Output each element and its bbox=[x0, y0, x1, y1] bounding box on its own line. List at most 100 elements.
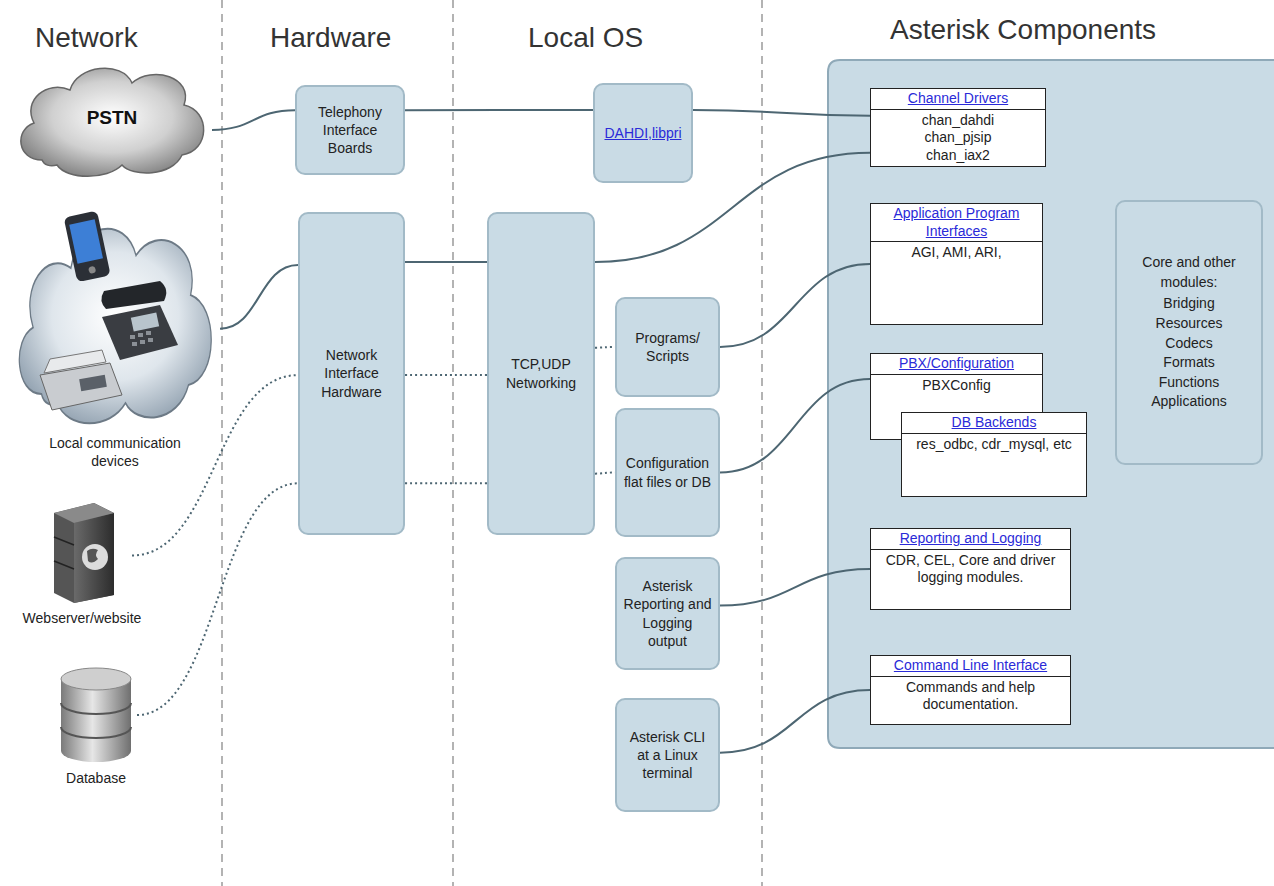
component-body: Commands and help documentation. bbox=[871, 677, 1070, 716]
dotted-link bbox=[405, 482, 487, 484]
component-box: Application Program InterfacesAGI, AMI, … bbox=[870, 203, 1043, 325]
drawing-part bbox=[102, 305, 178, 360]
connector-line bbox=[220, 265, 298, 329]
icon-caption: Database bbox=[16, 769, 176, 787]
drawing-part bbox=[61, 727, 131, 738]
column-heading: Hardware bbox=[270, 22, 391, 54]
box-label: Asterisk CLI at a Linux terminal bbox=[622, 728, 713, 783]
database-icon: Database bbox=[55, 665, 137, 765]
drawing-part bbox=[54, 537, 74, 545]
drawing-part bbox=[61, 679, 131, 762]
components-panel: Asterisk ComponentsChannel Driverschan_d… bbox=[828, 60, 1274, 748]
drawing-part bbox=[140, 340, 145, 344]
drawing-part bbox=[88, 266, 96, 274]
column-separators bbox=[222, 0, 762, 886]
connector-line bbox=[720, 569, 870, 606]
drawing-part bbox=[74, 513, 114, 603]
component-body: chan_dahdi chan_pjsip chan_iax2 bbox=[871, 110, 1045, 167]
connector-line bbox=[693, 110, 870, 116]
box-label: DAHDI,libpri bbox=[604, 124, 681, 142]
drawing-part bbox=[54, 503, 114, 523]
connector-line bbox=[405, 109, 593, 111]
drawing-part bbox=[54, 561, 74, 569]
drawing-part bbox=[79, 375, 107, 391]
drawing-part bbox=[10, 205, 220, 430]
drawing-part bbox=[131, 312, 159, 331]
connector-line bbox=[212, 110, 295, 130]
drawing-part bbox=[61, 668, 131, 690]
pstn-cloud: PSTN bbox=[12, 55, 212, 180]
connector-line bbox=[720, 264, 870, 347]
column-heading: Network bbox=[35, 22, 138, 54]
component-heading: PBX/Configuration bbox=[871, 354, 1042, 375]
component-box: DB Backendsres_odbc, cdr_mysql, etc bbox=[901, 412, 1087, 497]
component-heading: Command Line Interface bbox=[871, 656, 1070, 677]
drawing-part bbox=[138, 333, 143, 337]
drawing-part bbox=[44, 350, 106, 373]
drawing-part bbox=[54, 537, 74, 569]
hardware-box: Network Interface Hardware bbox=[298, 212, 405, 535]
component-heading: Channel Drivers bbox=[871, 89, 1045, 110]
column-heading: Local OS bbox=[528, 22, 643, 54]
drawing-part bbox=[148, 338, 153, 342]
connector-line bbox=[720, 379, 870, 472]
core-heading: Core and other modules: bbox=[1123, 253, 1255, 292]
drawing-part bbox=[64, 211, 111, 283]
icon-caption: Local communication devices bbox=[25, 434, 205, 470]
box-label: TCP,UDP Networking bbox=[494, 355, 588, 391]
dotted-link bbox=[595, 473, 615, 474]
os-box: Programs/ Scripts bbox=[615, 297, 720, 397]
box-label: Programs/ Scripts bbox=[622, 329, 713, 365]
os-box: Configuration flat files or DB bbox=[615, 408, 720, 537]
drawing-part bbox=[761, 0, 763, 886]
panel-outline bbox=[828, 60, 1274, 748]
os-box: Asterisk CLI at a Linux terminal bbox=[615, 698, 720, 812]
core-box: Core and other modules:Bridging Resource… bbox=[1115, 200, 1263, 465]
box-label: Network Interface Hardware bbox=[305, 346, 398, 401]
icon-caption: Webserver/website bbox=[0, 609, 182, 627]
panel-heading: Asterisk Components bbox=[890, 14, 1156, 46]
drawing-part bbox=[54, 503, 114, 603]
component-heading: Application Program Interfaces bbox=[871, 204, 1042, 242]
component-body: AGI, AMI, ARI, bbox=[871, 242, 1042, 264]
drawing-part bbox=[146, 331, 151, 335]
drawing-part bbox=[55, 665, 137, 765]
drawing-part bbox=[87, 549, 98, 563]
drawing-part bbox=[64, 211, 111, 283]
os-box: Asterisk Reporting and Logging output bbox=[615, 557, 720, 670]
webserver-icon: Webserver/website bbox=[32, 495, 132, 605]
drawing-part bbox=[82, 544, 108, 570]
panel-ground bbox=[828, 60, 1274, 748]
box-label: Configuration flat files or DB bbox=[622, 454, 713, 490]
drawing-part bbox=[221, 0, 223, 886]
component-heading: DB Backends bbox=[902, 413, 1086, 434]
os-box: TCP,UDP Networking bbox=[487, 212, 595, 535]
drawing-part bbox=[101, 281, 166, 309]
component-box: Command Line InterfaceCommands and help … bbox=[870, 655, 1071, 725]
devices-cloud: Local communication devices bbox=[10, 205, 220, 430]
hardware-box: Telephony Interface Boards bbox=[295, 85, 405, 175]
drawing-part bbox=[69, 219, 103, 264]
drawing-part bbox=[130, 335, 135, 339]
box-label: Telephony Interface Boards bbox=[302, 103, 398, 158]
connector-line bbox=[405, 261, 487, 263]
connector-line bbox=[720, 690, 870, 753]
drawing-part bbox=[452, 0, 454, 886]
drawing-part bbox=[19, 229, 211, 423]
component-body: CDR, CEL, Core and driver logging module… bbox=[871, 550, 1070, 589]
box-label: Asterisk Reporting and Logging output bbox=[622, 577, 713, 650]
component-box: Channel Driverschan_dahdi chan_pjsip cha… bbox=[870, 88, 1046, 167]
component-body: res_odbc, cdr_mysql, etc bbox=[902, 434, 1086, 456]
core-list: Bridging Resources Codecs Formats Functi… bbox=[1123, 294, 1255, 412]
dotted-link bbox=[137, 483, 298, 715]
dotted-link bbox=[595, 346, 615, 349]
drawing-part bbox=[32, 495, 132, 605]
component-box: Reporting and LoggingCDR, CEL, Core and … bbox=[870, 528, 1071, 610]
os-box: DAHDI,libpri bbox=[593, 83, 693, 183]
drawing-part bbox=[61, 703, 131, 714]
component-heading: Reporting and Logging bbox=[871, 529, 1070, 550]
cloud-label: PSTN bbox=[12, 55, 212, 180]
drawing-part bbox=[132, 342, 137, 346]
dotted-link bbox=[405, 374, 487, 376]
